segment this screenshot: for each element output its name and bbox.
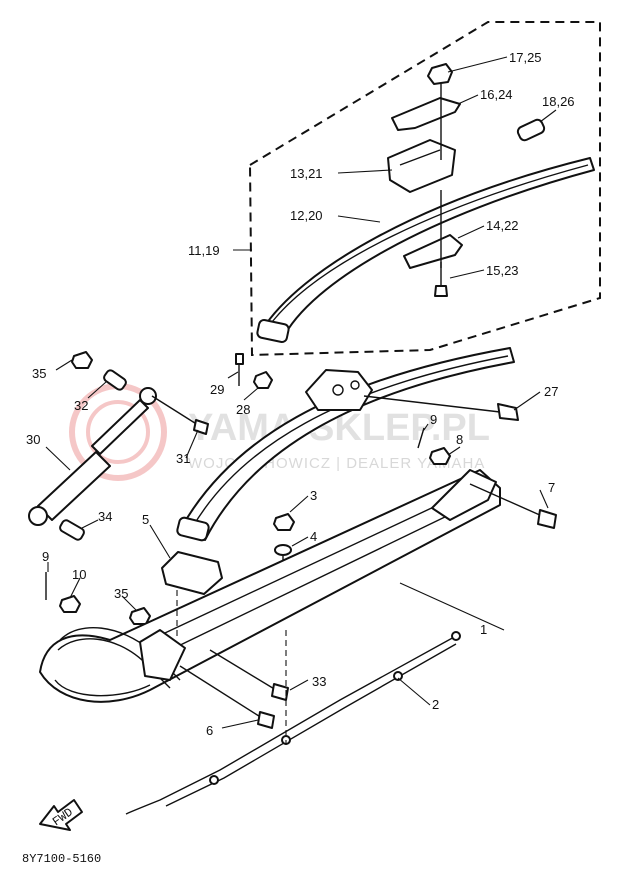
washer-4 [274, 544, 292, 556]
leaf-spring-group-outline [248, 21, 601, 357]
nut-35-lower [129, 607, 151, 625]
callout-35-upper: 35 [32, 366, 46, 381]
collar-32 [103, 369, 127, 391]
callout-35-lower: 35 [114, 586, 128, 601]
callout-9-upper: 9 [430, 412, 437, 427]
upper-leaf-spring [256, 157, 595, 343]
bracket-16 [391, 97, 461, 131]
nut-10 [59, 595, 81, 613]
ski [39, 469, 501, 703]
callout-5: 5 [142, 512, 149, 527]
callout-9-lower: 9 [42, 549, 49, 564]
callout-6: 6 [206, 723, 213, 738]
drawing-code: 8Y7100-5160 [22, 852, 101, 866]
runner [125, 631, 461, 815]
callout-4: 4 [310, 529, 317, 544]
callout-11-19: 11,19 [188, 243, 220, 258]
fwd-arrow-icon: FWD [39, 799, 83, 831]
callout-10: 10 [72, 567, 86, 582]
callout-15-23: 15,23 [486, 263, 519, 278]
callout-33: 33 [312, 674, 326, 689]
callout-17-25: 17,25 [509, 50, 542, 65]
callout-8: 8 [456, 432, 463, 447]
callout-13-21: 13,21 [290, 166, 323, 181]
spindle-clamp [305, 369, 373, 411]
plate-14 [403, 234, 463, 269]
nut-3 [273, 513, 295, 531]
callout-14-22: 14,22 [486, 218, 519, 233]
callout-2: 2 [432, 697, 439, 712]
callout-28: 28 [236, 402, 250, 417]
bolt-27 [363, 395, 519, 421]
callout-31: 31 [176, 451, 190, 466]
pin-9-upper [417, 427, 425, 449]
shock-absorber [28, 387, 157, 526]
damper-5 [161, 551, 223, 595]
bolt-7 [469, 483, 557, 529]
callout-7: 7 [548, 480, 555, 495]
callout-34: 34 [98, 509, 112, 524]
callout-16-24: 16,24 [480, 87, 513, 102]
callout-30: 30 [26, 432, 40, 447]
spring-clamp-13 [387, 139, 456, 193]
nut-28 [253, 371, 273, 389]
bolt-15 [434, 262, 448, 297]
bolt-31 [151, 395, 209, 435]
callout-12-20: 12,20 [290, 208, 323, 223]
callout-27: 27 [544, 384, 558, 399]
callout-32: 32 [74, 398, 88, 413]
lower-leaf-spring [176, 347, 515, 542]
callout-3: 3 [310, 488, 317, 503]
nut-17 [427, 63, 453, 85]
callout-1: 1 [480, 622, 487, 637]
bolt-29 [235, 353, 244, 386]
collar-34 [59, 519, 85, 541]
bolt-6 [179, 665, 275, 729]
nut-35-upper [71, 351, 93, 369]
nut-8 [429, 447, 451, 465]
collar-18 [516, 118, 546, 142]
callout-29: 29 [210, 382, 224, 397]
callout-18-26: 18,26 [542, 94, 575, 109]
